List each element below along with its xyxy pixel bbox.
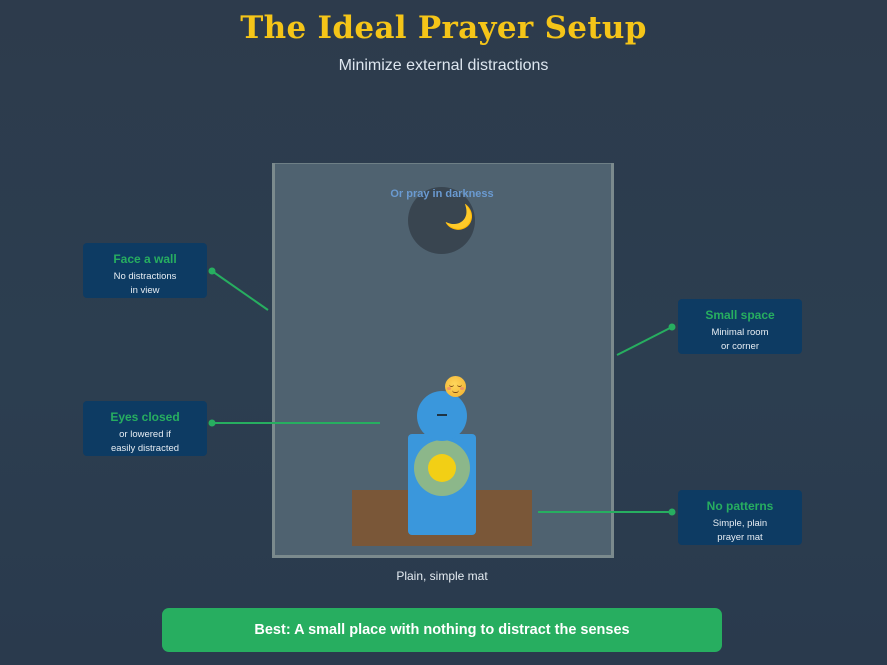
page-title: The Ideal Prayer Setup bbox=[240, 10, 647, 46]
closed-eyes bbox=[437, 414, 447, 416]
connector-dot-wall bbox=[208, 267, 216, 275]
connector-dot-space bbox=[668, 323, 676, 331]
relieved-face-icon bbox=[445, 376, 466, 397]
darkness-label: Or pray in darkness bbox=[390, 188, 494, 200]
callout-title: No patterns bbox=[706, 499, 774, 513]
heart-center bbox=[428, 454, 456, 482]
callout-no-patterns: No patterns Simple, plain prayer mat bbox=[678, 490, 802, 545]
callout-desc: or lowered if easily distracted bbox=[110, 429, 180, 454]
callout-title: Small space bbox=[705, 308, 775, 322]
callout-title: Face a wall bbox=[113, 252, 177, 266]
callout-face-wall: Face a wall No distractions in view bbox=[83, 243, 207, 298]
callout-desc: Simple, plain prayer mat bbox=[712, 518, 768, 543]
callout-desc: No distractions in view bbox=[113, 271, 177, 296]
page-subtitle: Minimize external distractions bbox=[338, 57, 549, 74]
best-practice-banner: Best: A small place with nothing to dist… bbox=[162, 608, 722, 652]
mat-label: Plain, simple mat bbox=[396, 569, 488, 583]
room-top-edge bbox=[275, 163, 611, 164]
crescent-moon-icon: 🌙 bbox=[444, 204, 474, 231]
callout-title: Eyes closed bbox=[110, 410, 180, 424]
connector-space bbox=[616, 326, 673, 356]
person-head bbox=[417, 391, 467, 441]
connector-dot-patterns bbox=[668, 508, 676, 516]
connector-wall bbox=[211, 270, 269, 311]
callout-small-space: Small space Minimal room or corner bbox=[678, 299, 802, 354]
darkness-circle bbox=[408, 187, 475, 254]
callout-eyes-closed: Eyes closed or lowered if easily distrac… bbox=[83, 401, 207, 456]
connector-dot-eyes bbox=[208, 419, 216, 427]
callout-desc: Minimal room or corner bbox=[711, 327, 769, 352]
